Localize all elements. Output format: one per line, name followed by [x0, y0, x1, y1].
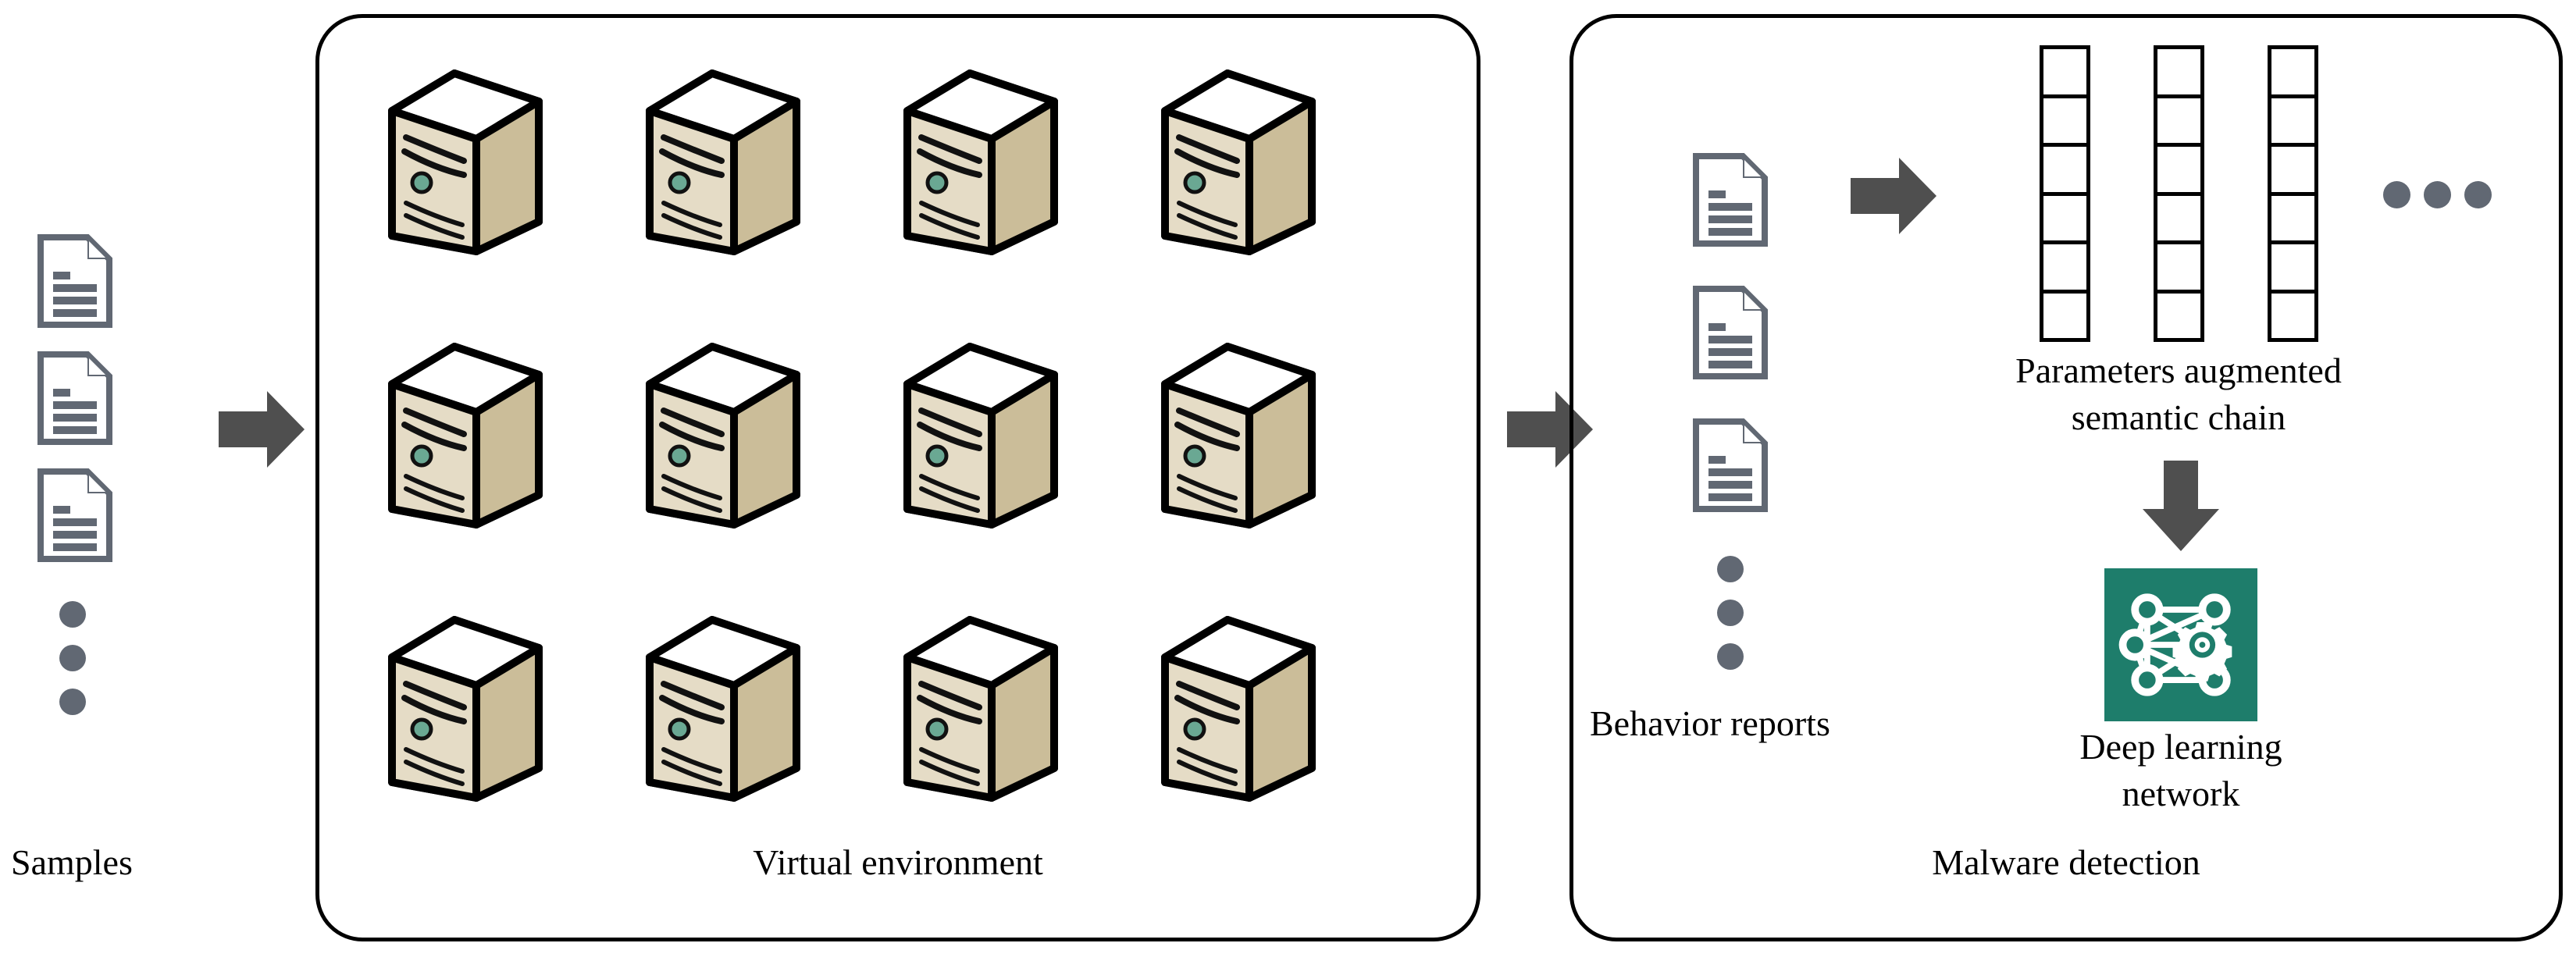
semantic-chain-cell [2271, 196, 2314, 244]
semantic-chain-cell [2157, 294, 2200, 339]
server-icon [383, 61, 548, 256]
semantic-chain-cell [2271, 147, 2314, 196]
server-icon [640, 334, 806, 529]
vertical-ellipsis-icon [1717, 556, 1744, 670]
semantic-chain-cell [2157, 147, 2200, 196]
arrow-right-icon [1851, 153, 1936, 239]
semantic-chain-column [2040, 45, 2090, 342]
semantic-chain-column [2154, 45, 2204, 342]
arrow-down-icon [2138, 461, 2224, 554]
semantic-chain-cell [2271, 244, 2314, 294]
semantic-chain-cell [2157, 244, 2200, 294]
server-icon [383, 607, 548, 803]
server-icon [1156, 334, 1321, 529]
virtual-environment-panel [315, 14, 1480, 941]
behavior-reports-label: Behavior reports [1590, 703, 1830, 743]
vertical-ellipsis-icon [59, 601, 86, 715]
semantic-chain-cell [2043, 49, 2086, 98]
semantic-chain-label-line2: semantic chain [2071, 397, 2286, 437]
dot [1717, 556, 1744, 582]
stage-label-malware-detection: Malware detection [1932, 842, 2200, 882]
horizontal-ellipsis-icon [2383, 181, 2492, 208]
server-icon [640, 61, 806, 256]
server-icon [640, 607, 806, 803]
malware-detection-panel [1569, 14, 2563, 941]
deep-learning-network-tile [2104, 568, 2257, 721]
semantic-chain-cell [2043, 294, 2086, 339]
document-icon [1693, 418, 1768, 512]
dot [2383, 181, 2410, 208]
dot [1717, 643, 1744, 670]
arrow-right-icon [219, 386, 305, 472]
server-icon [898, 61, 1064, 256]
document-icon [37, 234, 112, 328]
semantic-chain-cell [2043, 147, 2086, 196]
deep-learning-label-line2: network [2122, 774, 2240, 813]
semantic-chain-cell [2043, 196, 2086, 244]
semantic-chain-column [2268, 45, 2318, 342]
stage-label-samples: Samples [11, 842, 133, 882]
semantic-chain-label-line1: Parameters augmented [2015, 351, 2342, 390]
dot [1717, 600, 1744, 626]
stage-label-virtual-environment: Virtual environment [753, 842, 1043, 882]
document-icon [1693, 286, 1768, 379]
semantic-chain-cell [2043, 244, 2086, 294]
server-icon [1156, 61, 1321, 256]
document-icon [1693, 153, 1768, 247]
semantic-chain-cell [2271, 294, 2314, 339]
server-icon [898, 607, 1064, 803]
deep-learning-label-line1: Deep learning [2079, 727, 2282, 767]
dot [59, 645, 86, 671]
semantic-chain-cell [2157, 98, 2200, 147]
dot [59, 601, 86, 628]
dot [2464, 181, 2492, 208]
semantic-chain-cell [2043, 98, 2086, 147]
document-icon [37, 468, 112, 562]
semantic-chain-cell [2157, 196, 2200, 244]
server-icon [1156, 607, 1321, 803]
dot [2424, 181, 2451, 208]
document-icon [37, 351, 112, 445]
semantic-chain-cell [2157, 49, 2200, 98]
semantic-chain-cell [2271, 98, 2314, 147]
server-icon [383, 334, 548, 529]
semantic-chain-cell [2271, 49, 2314, 98]
server-icon [898, 334, 1064, 529]
dot [59, 689, 86, 715]
